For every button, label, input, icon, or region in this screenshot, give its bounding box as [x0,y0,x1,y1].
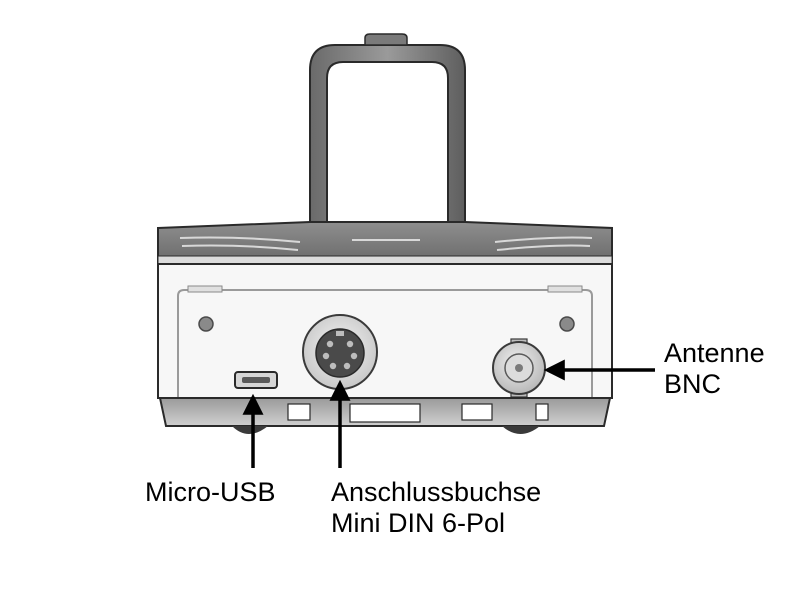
mini-din-socket [302,314,378,390]
usb-label-line1: Micro-USB [145,477,276,507]
antenna-label-line2: BNC [664,369,722,399]
front-panel [157,263,613,399]
din-label-line1: Anschlussbuchse [331,477,542,507]
antenna-bnc-label: Antenne BNC [664,338,765,400]
antenna-label-line1: Antenne [664,338,765,368]
din-label-line2: Mini DIN 6-Pol [331,508,506,538]
carrying-handle [309,33,466,229]
bottom-housing [158,397,612,434]
top-housing [157,221,613,265]
din-socket-label: Anschlussbuchse Mini DIN 6-Pol [331,477,541,539]
micro-usb-port [234,371,278,389]
callout-arrows [242,359,655,468]
bnc-antenna-socket [492,338,546,398]
micro-usb-label: Micro-USB [145,477,276,508]
